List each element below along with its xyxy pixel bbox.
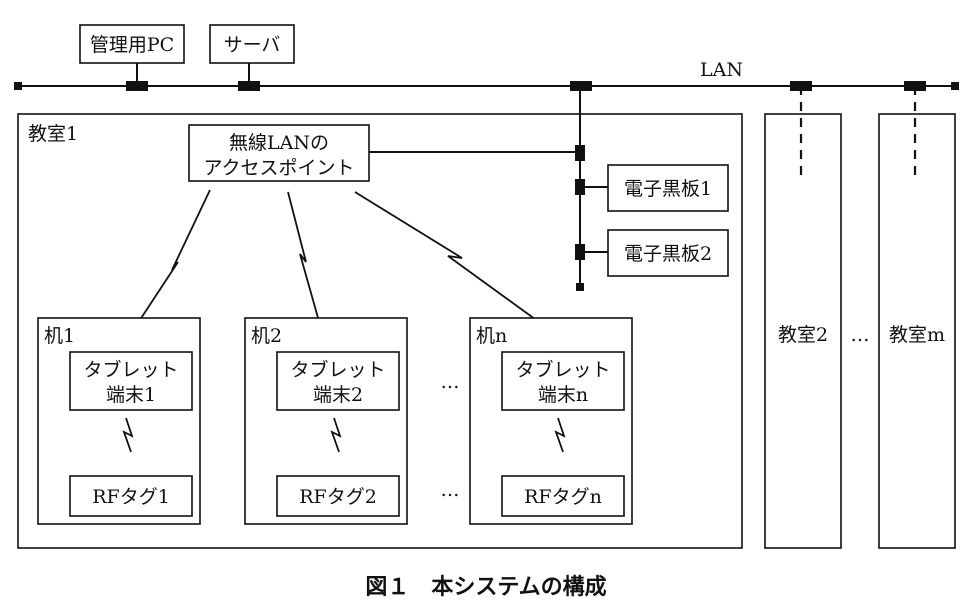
whiteboard1-label: 電子黒板1: [624, 178, 712, 200]
access-point-box: [188, 124, 370, 182]
deskn-tablet-box: [501, 351, 625, 411]
whiteboard2-box: [607, 229, 729, 277]
desk2-tablet-box: [276, 351, 400, 411]
desk1-tablet-box: [69, 351, 193, 411]
whiteboard2-tap: [575, 244, 585, 260]
desk1-rftag-box: [69, 475, 193, 517]
classroomm-box: [878, 113, 956, 549]
classroomm-tap: [904, 81, 926, 91]
classroom-ellipsis: …: [851, 324, 870, 346]
wireless-link-deskn: [354, 191, 551, 331]
access-point-line2: アクセスポイント: [203, 157, 354, 179]
wireless-link-desk2: [287, 191, 323, 333]
lan-end-right: [951, 82, 959, 90]
desk2-rftag-label: RFタグ2: [299, 486, 377, 508]
desk-ellipsis-upper: …: [441, 371, 460, 393]
lan-end-left: [14, 82, 22, 90]
desk1-rf-link: [122, 417, 134, 453]
whiteboard1-box: [607, 164, 729, 212]
desk2-tablet-line2: 端末2: [313, 384, 363, 406]
figure-caption: 図１ 本システムの構成: [365, 574, 606, 600]
deskn-rftag-box: [501, 475, 625, 517]
wireless-link-desk1: [131, 189, 211, 333]
classroom2-label: 教室2: [778, 324, 828, 346]
whiteboard2-label: 電子黒板2: [624, 243, 712, 265]
classroom2-tap: [790, 81, 812, 91]
desk2-tablet-line1: タブレット: [290, 358, 385, 381]
classroomm-label: 教室m: [889, 324, 945, 346]
desk1-tablet-line2: 端末1: [106, 384, 156, 406]
access-point-line1: 無線LANの: [229, 132, 329, 154]
desk1-rftag-label: RFタグ1: [92, 486, 170, 508]
deskn-label: 机n: [476, 325, 507, 347]
admin-pc-tap: [126, 81, 148, 91]
desk1-label: 机1: [44, 325, 75, 347]
admin-pc-box: [79, 24, 185, 64]
classroom1-bus-end: [576, 283, 584, 291]
desk-ellipsis-lower: …: [441, 479, 460, 501]
classroom1-label: 教室1: [28, 123, 78, 145]
deskn-tablet-line2: 端末n: [538, 384, 588, 406]
server-label: サーバ: [224, 34, 281, 56]
access-point-tap: [575, 145, 585, 161]
desk2-rf-link: [330, 417, 342, 453]
deskn-rf-link: [554, 417, 566, 453]
classroom2-box: [764, 113, 842, 549]
server-box: [209, 24, 295, 64]
deskn-tablet-line1: タブレット: [515, 358, 610, 381]
desk1-tablet-line1: タブレット: [83, 358, 178, 381]
classroom1-lan-tap: [570, 81, 592, 91]
server-tap: [238, 81, 260, 91]
desk2-rftag-box: [276, 475, 400, 517]
whiteboard1-tap: [575, 179, 585, 195]
desk2-label: 机2: [251, 325, 282, 347]
deskn-rftag-label: RFタグn: [524, 486, 602, 508]
admin-pc-label: 管理用PC: [90, 34, 174, 56]
lan-label: LAN: [700, 59, 743, 81]
